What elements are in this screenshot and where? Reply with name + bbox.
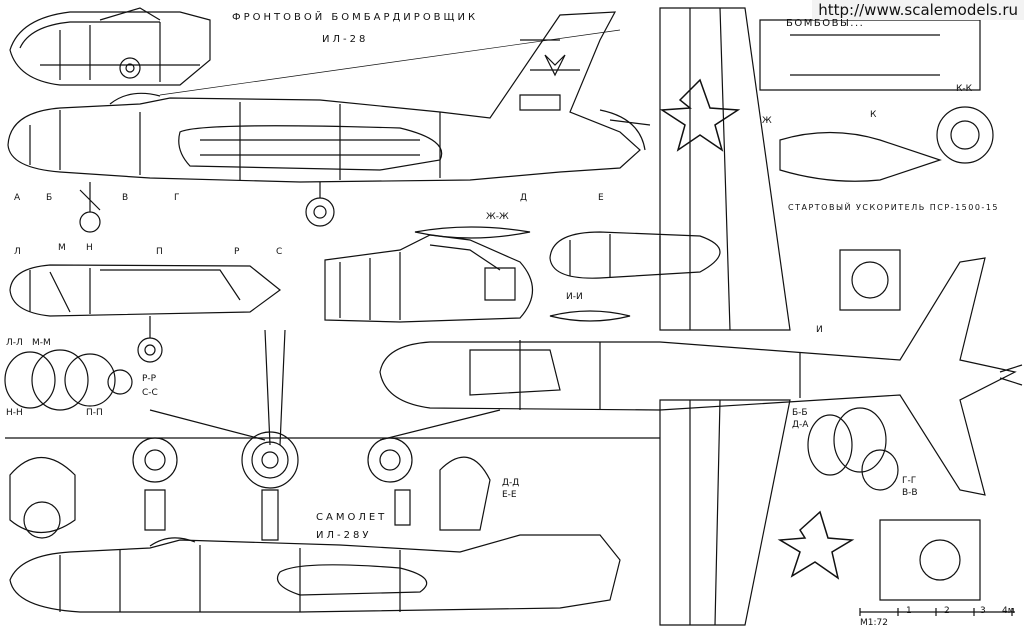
section-label-gg: Г-Г <box>902 476 917 486</box>
section-label-ll: Л-Л <box>6 338 23 348</box>
il28u-side-view <box>9 534 621 613</box>
station-mark-n: Н <box>86 243 93 253</box>
scale-tick-1: 1 <box>906 606 912 616</box>
top-view-wing <box>659 7 855 626</box>
front-view <box>5 329 660 541</box>
trainer-model: ИЛ-28У <box>316 530 372 541</box>
nose-cutaway-detail <box>9 7 211 86</box>
section-label-vv: В-В <box>902 488 918 498</box>
section-label-bb: Б-Б <box>792 408 808 418</box>
station-mark-kk: К-К <box>956 84 973 94</box>
right-cross-sections <box>759 19 994 601</box>
section-label-zhzh: Ж-Ж <box>486 212 509 222</box>
section-label-ee: Е-Е <box>502 490 517 500</box>
station-mark-zh: Ж <box>762 116 772 126</box>
section-label-pp: П-П <box>86 408 103 418</box>
section-label-mm: М-М <box>32 338 51 348</box>
section-label-ii: И-И <box>566 292 583 302</box>
section-label-aa: Д-А <box>792 420 809 430</box>
station-mark-e: Е <box>598 193 604 203</box>
cockpit-section-view <box>324 234 533 323</box>
station-mark-d: Д <box>520 193 528 203</box>
fuselage-cross-sections <box>4 349 491 539</box>
scale-tick-4: 4м <box>1002 606 1015 616</box>
scale-tick-2: 2 <box>944 606 950 616</box>
section-label-nn: Н-Н <box>6 408 23 418</box>
station-mark-g: Г <box>174 193 180 203</box>
station-mark-l: Л <box>14 247 21 257</box>
station-mark-r: Р <box>234 247 240 257</box>
station-mark-i: И <box>816 325 823 335</box>
station-mark-v: В <box>122 193 129 203</box>
watermark: http://www.scalemodels.ru <box>812 0 1024 20</box>
booster-title: СТАРТОВЫЙ УСКОРИТЕЛЬ ПСР-1500-15 <box>788 203 999 212</box>
trainer-title: САМОЛЕТ <box>316 512 388 523</box>
section-label-dd: Д-Д <box>502 478 520 488</box>
station-mark-k: К <box>870 110 877 120</box>
scale-ratio: М1:72 <box>860 618 888 628</box>
main-model: ИЛ-28 <box>322 34 369 45</box>
bombs-title: БОМБОВЫ... <box>786 18 865 29</box>
station-mark-b: Б <box>46 193 53 203</box>
section-label-ss: С-С <box>142 388 158 398</box>
fuselage-top-view <box>379 257 1023 496</box>
scale-tick-3: 3 <box>980 606 986 616</box>
nacelle-detail <box>414 226 721 322</box>
il28-side-view <box>7 11 651 233</box>
section-label-rr: Р-Р <box>142 374 157 384</box>
scale-bar-lines <box>859 608 1015 616</box>
station-mark-s: С <box>276 247 283 257</box>
station-mark-m: М <box>58 243 66 253</box>
station-mark-a: А <box>14 193 21 203</box>
main-title: ФРОНТОВОЙ БОМБАРДИРОВЩИК <box>232 12 479 23</box>
nose-section-view <box>9 264 281 363</box>
station-mark-p: П <box>156 247 163 257</box>
